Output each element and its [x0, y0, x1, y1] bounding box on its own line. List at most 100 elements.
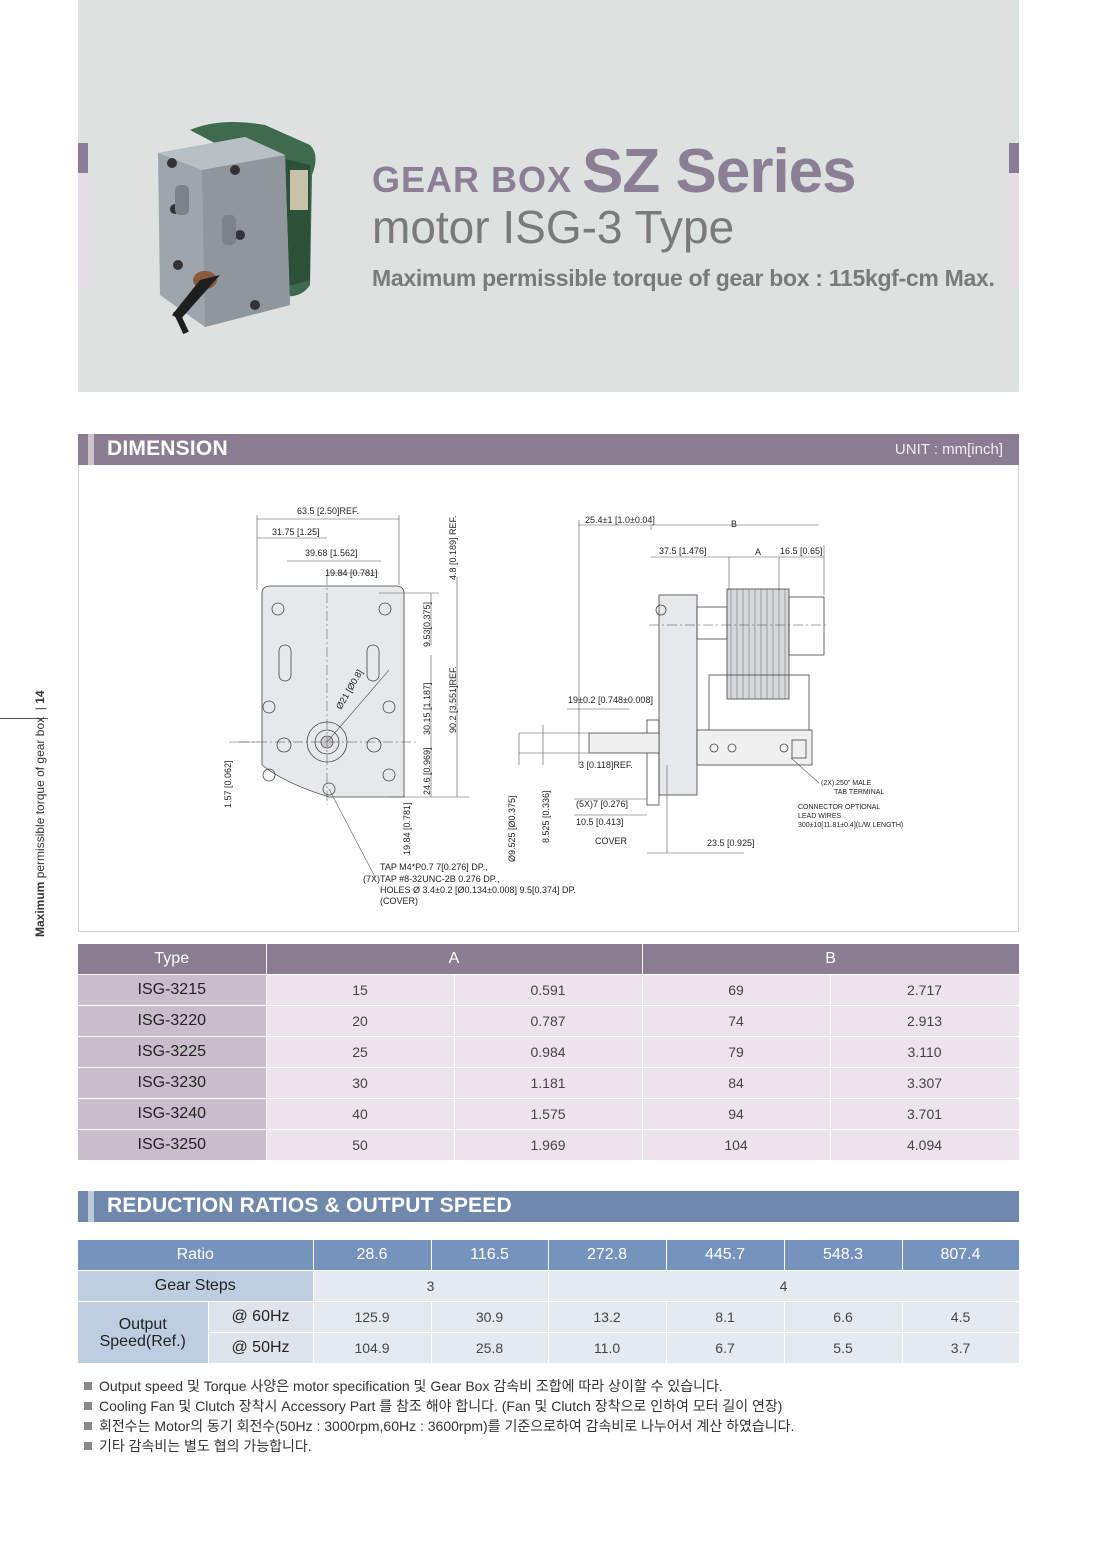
table-row: ISG-3220 20 0.787 74 2.913: [78, 1005, 1020, 1037]
speed-value: 4.5: [902, 1301, 1020, 1333]
gear-steps-value: 3: [313, 1270, 549, 1302]
dimension-drawing-box: 63.5 [2.50]REF. 31.75 [1.25] 39.68 [1.56…: [78, 465, 1019, 932]
row-a-mm: 50: [266, 1129, 455, 1160]
dim-label-9525: Ø9.525 [Ø0.375]: [507, 795, 517, 862]
connector-label-3: 300±10[11.81±0.4](L/W LENGTH): [798, 822, 903, 829]
row-b-inch: 2.913: [830, 1005, 1020, 1037]
row-b-mm: 94: [642, 1098, 831, 1130]
series-text: SZ Series: [582, 137, 857, 206]
torque-text: Maximum permissible torque of gear box :…: [372, 265, 995, 291]
side-divider: [0, 718, 48, 719]
dim-label-31: 31.75 [1.25]: [272, 527, 320, 537]
notes: Output speed 및 Torque 사양은 motor specific…: [84, 1376, 794, 1456]
unit-label: UNIT : mm[inch]: [894, 441, 1003, 458]
table-row: ISG-3225 25 0.984 79 3.110: [78, 1036, 1020, 1068]
dim-label-19b: 19±0.2 [0.748±0.008]: [568, 695, 653, 705]
tap-label-1: TAP M4*P0.7 7[0.276] DP.,: [380, 862, 488, 872]
cover-label: COVER: [595, 836, 628, 846]
dim-label-902: 90.2 [3.551]REF.: [448, 666, 458, 733]
ratio-value: 445.7: [666, 1240, 785, 1271]
dim-label-5x7: (5X)7 [0.276]: [576, 799, 628, 809]
dimension-table: Type A B ISG-3215 15 0.591 69 2.717 ISG-…: [78, 944, 1020, 1160]
note-text: 회전수는 Motor의 동기 회전수(50Hz : 3000rpm,60Hz :…: [99, 1418, 795, 1434]
front-view: [239, 575, 419, 805]
gear-steps-row: Gear Steps 3 4: [78, 1270, 1020, 1302]
gear-steps-label: Gear Steps: [78, 1270, 314, 1302]
tap-label-2: TAP #8-32UNC-2B 0.276 DP.,: [380, 874, 500, 884]
row-a-mm: 15: [266, 974, 455, 1006]
tap-label-4: (COVER): [380, 896, 418, 906]
dim-label-63: 63.5 [2.50]REF.: [297, 506, 359, 516]
row-a-inch: 1.969: [454, 1129, 643, 1160]
note-item: Output speed 및 Torque 사양은 motor specific…: [84, 1376, 794, 1396]
row-type: ISG-3220: [78, 1005, 267, 1037]
speed-value: 3.7: [902, 1332, 1020, 1363]
row-a-inch: 0.787: [454, 1005, 643, 1037]
row-a-inch: 1.575: [454, 1098, 643, 1130]
header-a: A: [266, 944, 643, 975]
note-text: Cooling Fan 및 Clutch 장착시 Accessory Part …: [99, 1398, 783, 1414]
row-b-inch: 3.307: [830, 1067, 1020, 1099]
note-item: 회전수는 Motor의 동기 회전수(50Hz : 3000rpm,60Hz :…: [84, 1416, 794, 1436]
header-accent-right-light: [1009, 173, 1019, 288]
speed-value: 125.9: [313, 1301, 432, 1333]
dimension-title: DIMENSION: [107, 437, 228, 460]
output-label-1: Output: [118, 1315, 167, 1333]
gear-box-text: GEAR BOX: [372, 159, 573, 200]
dim-label-165: 16.5 [0.65]: [780, 546, 823, 556]
dim-label-8525: 8.525 [0.336]: [541, 790, 551, 843]
row-type: ISG-3230: [78, 1067, 267, 1099]
header-accent-right: [1009, 143, 1019, 173]
dim-label-3015: 30.15 [1.187]: [422, 682, 432, 735]
row-a-inch: 0.591: [454, 974, 643, 1006]
table-row: ISG-3230 30 1.181 84 3.307: [78, 1067, 1020, 1099]
hz60-label: @ 60Hz: [208, 1301, 314, 1333]
note-text: Output speed 및 Torque 사양은 motor specific…: [99, 1378, 723, 1394]
motor-type-text: motor ISG-3 Type: [372, 201, 735, 253]
ratio-label: Ratio: [78, 1240, 314, 1271]
table-row: ISG-3250 50 1.969 104 4.094: [78, 1129, 1020, 1160]
ratio-value: 807.4: [902, 1240, 1020, 1271]
note-item: Cooling Fan 및 Clutch 장착시 Accessory Part …: [84, 1396, 794, 1416]
dim-label-39: 39.68 [1.562]: [305, 548, 358, 558]
header-b: B: [642, 944, 1020, 975]
dim-label-a: A: [755, 547, 761, 557]
speed-value: 25.8: [431, 1332, 549, 1363]
speed-value: 30.9: [431, 1301, 549, 1333]
connector-label-2: LEAD WIRES: [798, 813, 842, 820]
table-row: ISG-3215 15 0.591 69 2.717: [78, 974, 1020, 1006]
dim-label-1984b: 19.84 [0.781]: [402, 802, 412, 855]
bullet-square-icon: [84, 1402, 92, 1410]
dim-label-953: 9.53[0.375]: [422, 602, 432, 647]
dim-label-157: 1.57 [0.062]: [223, 760, 233, 808]
note-item: 기타 감속비는 별도 협의 가능합니다.: [84, 1436, 794, 1456]
speed-value: 13.2: [548, 1301, 667, 1333]
side-label: Maximum permissible torque of gear box |…: [30, 690, 50, 950]
ratio-row: Ratio 28.6 116.5 272.8 445.7 548.3 807.4: [78, 1240, 1020, 1271]
row-a-inch: 0.984: [454, 1036, 643, 1068]
gear-motor-photo: [158, 121, 316, 335]
header-accent-left: [78, 143, 88, 173]
dimension-drawing: 63.5 [2.50]REF. 31.75 [1.25] 39.68 [1.56…: [223, 506, 903, 906]
speed-60hz-row: Output Speed(Ref.) @ 60Hz 125.9 30.9 13.…: [78, 1301, 1020, 1363]
row-a-mm: 40: [266, 1098, 455, 1130]
row-b-inch: 4.094: [830, 1129, 1020, 1160]
connector-label-1: CONNECTOR OPTIONAL: [798, 804, 880, 811]
tab-label-2: TAB TERMINAL: [834, 789, 884, 796]
row-b-mm: 84: [642, 1067, 831, 1099]
row-b-inch: 3.110: [830, 1036, 1020, 1068]
header-accent-left-light: [78, 173, 88, 288]
speed-value: 6.6: [784, 1301, 903, 1333]
speed-value: 8.1: [666, 1301, 785, 1333]
row-type: ISG-3250: [78, 1129, 267, 1160]
dim-label-235: 23.5 [0.925]: [707, 838, 755, 848]
tap-label-3: HOLES Ø 3.4±0.2 [Ø0.134±0.008] 9.5[0.374…: [380, 885, 576, 895]
speed-value: 11.0: [548, 1332, 667, 1363]
row-b-mm: 104: [642, 1129, 831, 1160]
bullet-square-icon: [84, 1442, 92, 1450]
reduction-header: REDUCTION RATIOS & OUTPUT SPEED: [78, 1191, 1019, 1222]
row-a-inch: 1.181: [454, 1067, 643, 1099]
dim-label-b: B: [731, 519, 737, 529]
speed-50hz-row: @ 50Hz 104.9 25.8 11.0 6.7 5.5 3.7: [78, 1332, 1020, 1363]
